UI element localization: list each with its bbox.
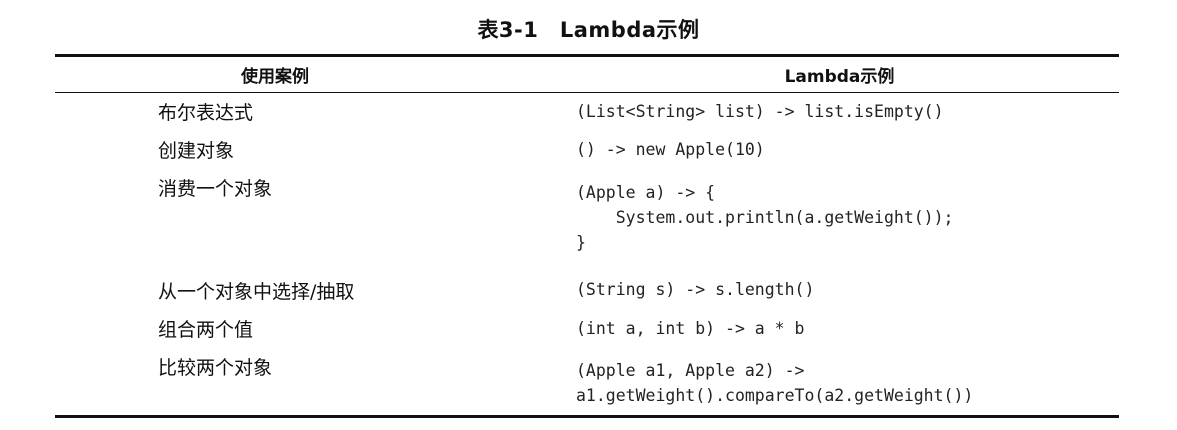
row-5-use-case: 组合两个值	[158, 319, 254, 341]
row-3-use-case: 消费一个对象	[158, 178, 273, 200]
table-top-rule	[55, 54, 1119, 57]
row-2-use-case: 创建对象	[158, 140, 235, 162]
table-caption: 表3-1 Lambda示例	[477, 18, 700, 42]
table-header-rule	[55, 92, 1119, 93]
column-header-use-case: 使用案例	[241, 67, 309, 87]
table-bottom-rule	[55, 415, 1119, 418]
row-2-lambda-example: () -> new Apple(10)	[576, 140, 765, 159]
row-4-lambda-example: (String s) -> s.length()	[576, 280, 815, 299]
row-5-lambda-example: (int a, int b) -> a * b	[576, 319, 805, 338]
row-1-lambda-example: (List<String> list) -> list.isEmpty()	[576, 102, 944, 121]
row-4-use-case: 从一个对象中选择/抽取	[158, 281, 355, 303]
row-3-lambda-example: (Apple a) -> { System.out.println(a.getW…	[576, 183, 954, 252]
row-1-use-case: 布尔表达式	[158, 102, 254, 124]
column-header-lambda-example: Lambda示例	[784, 67, 895, 87]
row-6-use-case: 比较两个对象	[158, 357, 273, 379]
row-6-lambda-example: (Apple a1, Apple a2) -> a1.getWeight().c…	[576, 361, 974, 405]
